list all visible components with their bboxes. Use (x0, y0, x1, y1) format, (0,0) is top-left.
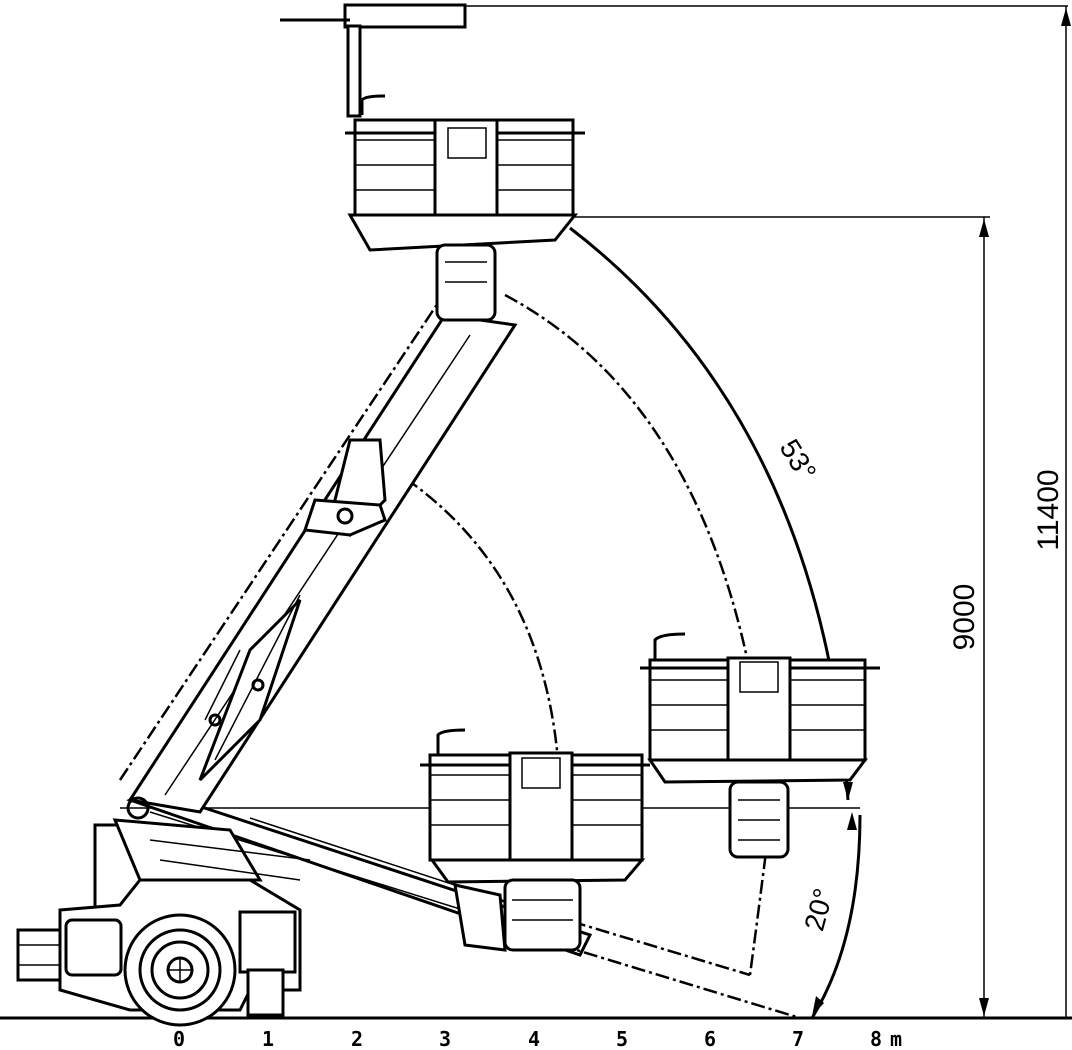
platform-lower (420, 728, 650, 952)
overall-height-label: 11400 (1032, 469, 1065, 550)
scale-tick-3: 3 (439, 1027, 451, 1050)
scale-unit: m (890, 1027, 902, 1050)
lower-angle-label: 20° (798, 885, 839, 934)
lower-swing-arc (810, 814, 862, 1019)
scale-tick-4: 4 (528, 1027, 540, 1050)
front-wheel (123, 913, 237, 1027)
scale-tick-2: 2 (351, 1027, 363, 1050)
platform-height-label: 9000 (948, 584, 981, 651)
scale-tick-0: 0 (173, 1027, 185, 1050)
height-dimension-platform: 9000 (575, 216, 990, 1018)
platform-outreach (640, 632, 880, 859)
scale-tick-8: 8 (870, 1027, 882, 1050)
height-dimension-overall: 11400 (465, 5, 1071, 1018)
scale-tick-1: 1 (262, 1027, 274, 1050)
upper-angle-label: 53° (774, 434, 823, 486)
ground-scale: 0 1 2 3 4 5 6 7 8 m (173, 1027, 902, 1050)
platform-top (280, 3, 585, 322)
envelope-arc-inner (384, 463, 560, 761)
scale-tick-6: 6 (704, 1027, 716, 1050)
scale-tick-5: 5 (616, 1027, 628, 1050)
scale-tick-7: 7 (792, 1027, 804, 1050)
upper-boom (118, 299, 518, 814)
